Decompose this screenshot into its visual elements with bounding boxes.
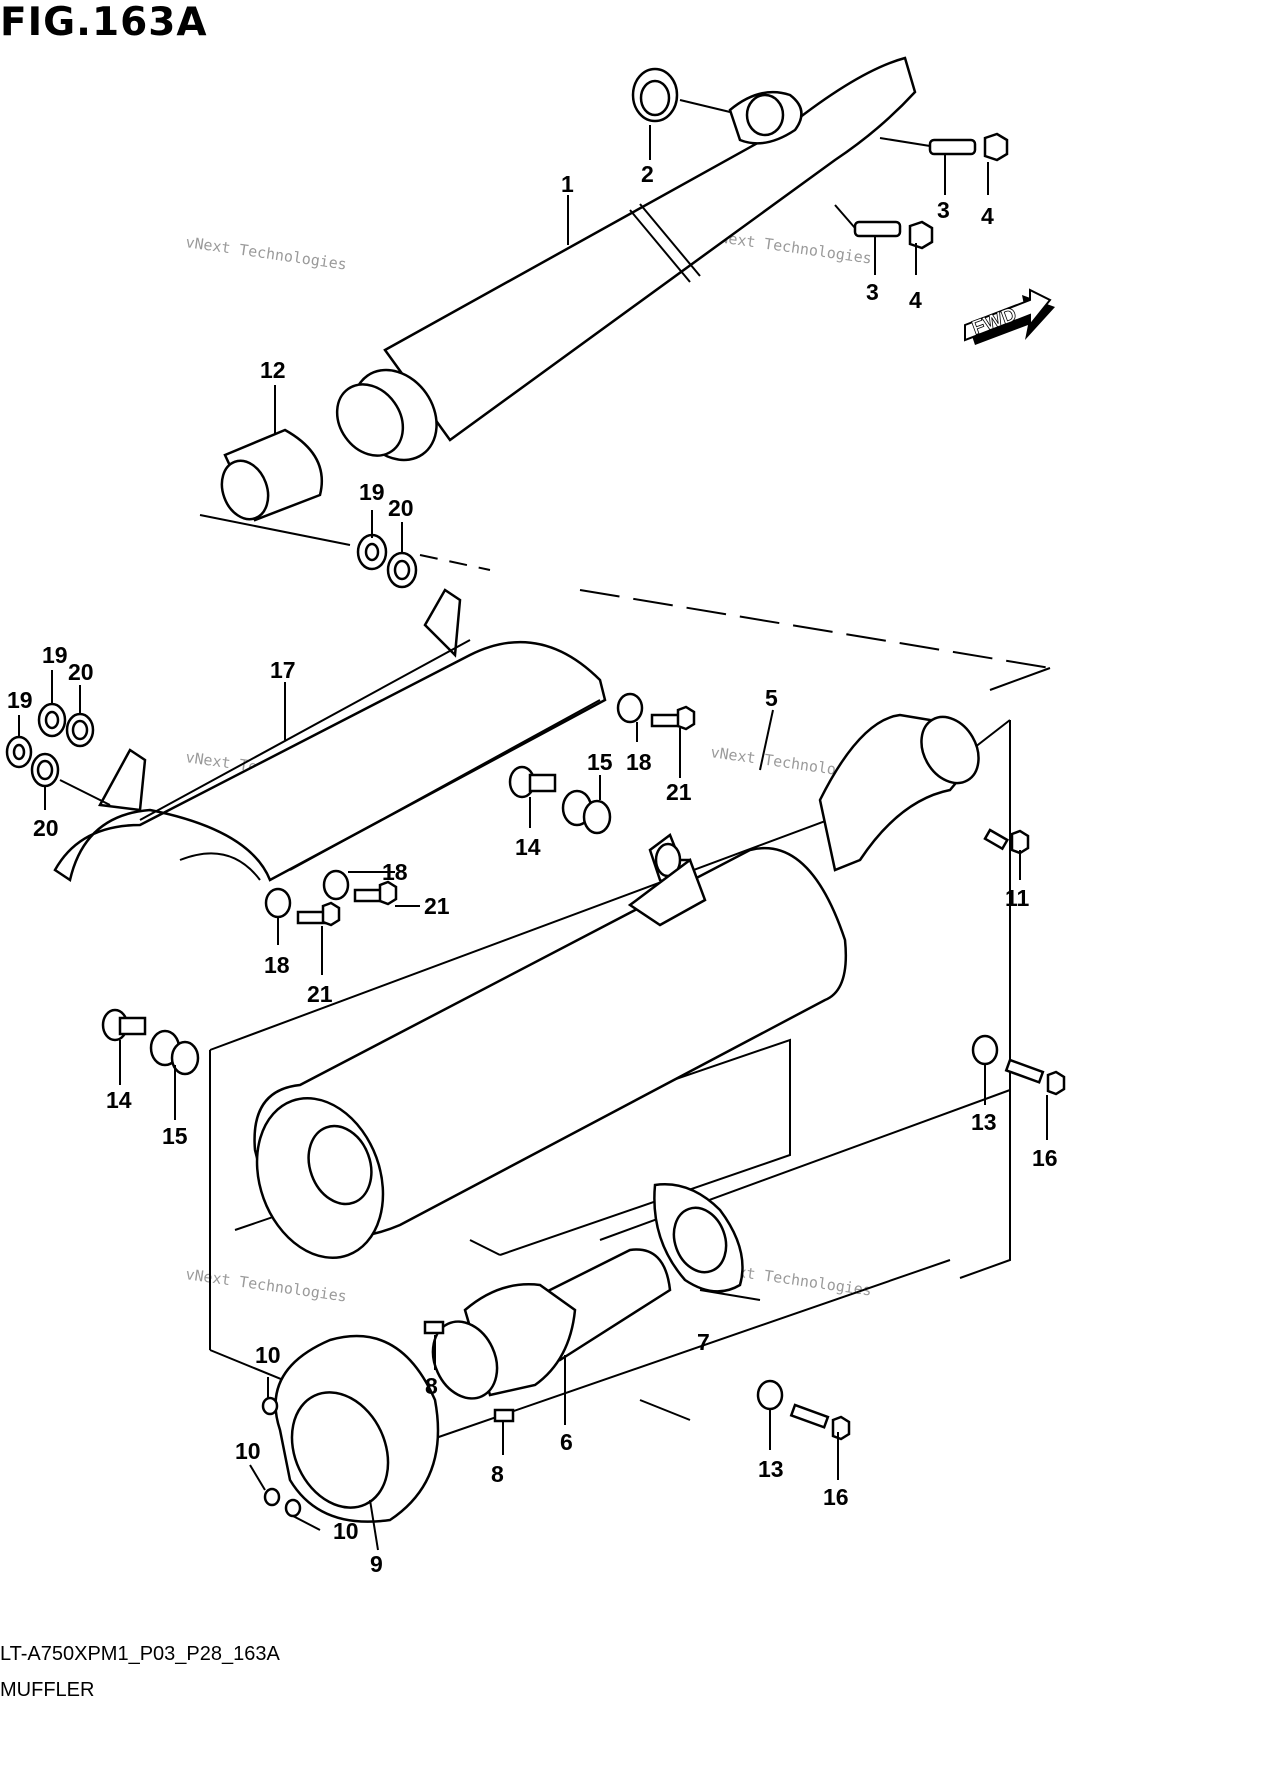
- callout-20: 20: [68, 659, 94, 685]
- callout-6: 6: [560, 1429, 573, 1455]
- spark-arrester: [423, 1248, 672, 1423]
- callout-18: 18: [264, 952, 290, 978]
- callout-4: 4: [909, 287, 922, 313]
- callout-20: 20: [388, 495, 414, 521]
- callout-18: 18: [382, 859, 408, 885]
- callout-15: 15: [587, 749, 613, 775]
- callout-7: 7: [697, 1329, 710, 1355]
- callout-3: 3: [937, 197, 950, 223]
- bolt-11: [983, 828, 1030, 855]
- end-plate: [261, 1334, 440, 1523]
- forward-direction-arrow: FWD: [964, 288, 1055, 345]
- studs-and-nuts: [834, 132, 1009, 250]
- bolts-and-washers: [264, 692, 696, 927]
- callout-4: 4: [981, 203, 994, 229]
- callout-2: 2: [641, 161, 654, 187]
- callout-3: 3: [866, 279, 879, 305]
- muffler-body: [253, 713, 980, 1259]
- callout-8: 8: [491, 1461, 504, 1487]
- callout-20: 20: [33, 815, 59, 841]
- washer-set: [356, 533, 418, 589]
- callouts: 1 2 3 4 3 4 12 19 20 17 19 20 19 20 5 15…: [7, 161, 1058, 1577]
- figure-title: FIG.163A: [0, 0, 208, 45]
- heat-shield: [53, 588, 607, 883]
- callout-5: 5: [765, 685, 778, 711]
- callout-18: 18: [626, 749, 652, 775]
- grommet-set-upper: [508, 765, 612, 835]
- callout-10: 10: [255, 1342, 281, 1368]
- figure-name: MUFFLER: [0, 1679, 95, 1701]
- callout-16: 16: [823, 1484, 849, 1510]
- watermark-text: vNext Technologies: [184, 233, 347, 273]
- leader-lines: [18, 125, 1048, 1551]
- callout-21: 21: [307, 981, 333, 1007]
- front-exhaust-pipe: [335, 56, 917, 462]
- callout-19: 19: [42, 642, 68, 668]
- callout-19: 19: [359, 479, 385, 505]
- washer-set-left: [5, 702, 111, 806]
- outlet-gasket: [653, 1183, 744, 1293]
- watermark-text: vNext Technologies: [184, 1265, 347, 1305]
- callout-10: 10: [235, 1438, 261, 1464]
- callout-21: 21: [424, 893, 450, 919]
- callout-13: 13: [971, 1109, 997, 1135]
- callout-1: 1: [561, 171, 574, 197]
- callout-21: 21: [666, 779, 692, 805]
- bolt-washer-right: [756, 1034, 1066, 1441]
- callout-11: 11: [1005, 885, 1030, 911]
- callout-15: 15: [162, 1123, 188, 1149]
- callout-16: 16: [1032, 1145, 1058, 1171]
- end-cap: [220, 428, 324, 522]
- gasket: [631, 67, 731, 123]
- callout-14: 14: [106, 1087, 132, 1113]
- figure-code: LT-A750XPM1_P03_P28_163A: [0, 1643, 280, 1665]
- callout-9: 9: [370, 1551, 383, 1577]
- callout-17: 17: [270, 657, 296, 683]
- callout-12: 12: [260, 357, 286, 383]
- callout-13: 13: [758, 1456, 784, 1482]
- callout-14: 14: [515, 834, 541, 860]
- callout-8: 8: [425, 1373, 438, 1399]
- callout-10: 10: [333, 1518, 359, 1544]
- grommet-set-lower: [101, 1008, 200, 1076]
- callout-19: 19: [7, 687, 33, 713]
